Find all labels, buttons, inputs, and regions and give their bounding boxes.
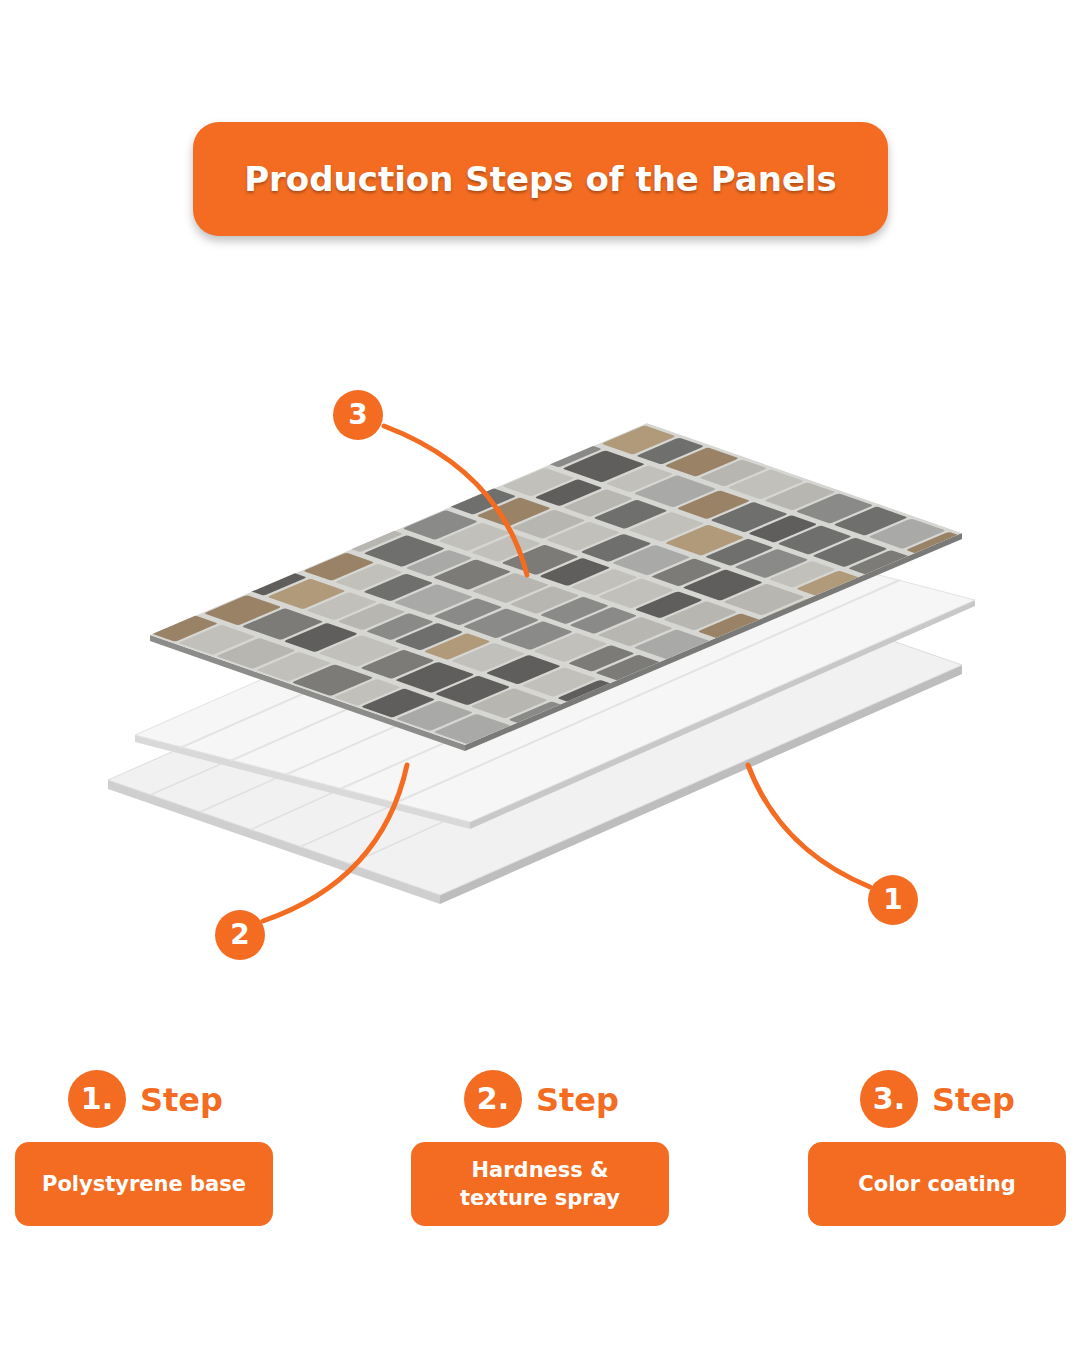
stone-brick — [765, 598, 844, 629]
stone-brick — [557, 680, 625, 707]
number-text: 2 — [230, 916, 249, 954]
leader-line — [384, 426, 527, 575]
leader-line — [263, 765, 407, 921]
coating-layer — [135, 419, 997, 758]
leader-lines — [263, 426, 870, 921]
stone-brick — [698, 613, 775, 643]
number-text: 1. — [81, 1079, 113, 1120]
number-text: 3. — [873, 1079, 905, 1120]
number-text: 1 — [883, 881, 902, 919]
title-banner: Production Steps of the Panels — [193, 122, 888, 236]
stone-brick — [906, 532, 982, 562]
stone-brick — [433, 714, 511, 744]
spray-texture — [180, 525, 900, 803]
stone-brick — [508, 701, 583, 730]
step-label: Step — [140, 1078, 223, 1122]
number-text: 2. — [477, 1079, 509, 1120]
callout-number: 1 — [868, 875, 918, 925]
stone-brick — [595, 654, 670, 683]
stone-brick — [796, 570, 874, 600]
step-text: Color coating — [858, 1170, 1015, 1198]
callout-number: 2 — [215, 910, 265, 960]
stone-brick — [674, 644, 749, 673]
step-box: Color coating — [808, 1142, 1066, 1226]
step-number: 2. — [464, 1070, 522, 1128]
callout-number: 3 — [333, 390, 383, 440]
coating-side — [465, 533, 962, 751]
stone-brick — [848, 550, 917, 578]
step-number: 3. — [860, 1070, 918, 1128]
leader-line — [748, 765, 870, 887]
step-text: Polystyrene base — [42, 1170, 246, 1198]
step-label: Step — [536, 1078, 619, 1122]
stone-brick — [633, 629, 714, 661]
stone-brick — [471, 727, 541, 755]
step-box: Polystyrene base — [15, 1142, 273, 1226]
number-text: 3 — [348, 396, 367, 434]
step-text: Hardness & texture spray — [445, 1156, 635, 1213]
title-text: Production Steps of the Panels — [244, 159, 837, 199]
step-label: Step — [932, 1078, 1015, 1122]
step-box: Hardness & texture spray — [411, 1142, 669, 1226]
stone-brick — [723, 584, 805, 616]
step-number: 1. — [68, 1070, 126, 1128]
